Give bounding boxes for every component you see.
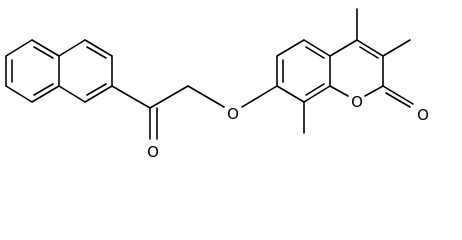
double-bond-inner (86, 46, 107, 59)
bond (149, 85, 189, 109)
atom-labels: O O O O (147, 93, 429, 161)
bond (84, 85, 113, 103)
double-bond-inner (305, 46, 325, 59)
bond (187, 85, 225, 108)
bond (329, 39, 358, 57)
bond (303, 39, 331, 57)
ring-oxygen-label: O (351, 93, 363, 111)
bond (84, 39, 113, 57)
chemical-structure-diagram: O O O O (5, 8, 429, 161)
double-bond-inner (33, 83, 54, 96)
coumarin-pyrone-ring (329, 8, 414, 108)
bond (5, 39, 33, 57)
bond (303, 85, 331, 103)
bond (356, 39, 384, 57)
double-bond-inner (305, 83, 325, 96)
bond (364, 85, 384, 97)
bond (31, 85, 60, 103)
bond (58, 85, 86, 103)
bond (58, 39, 86, 57)
double-bond-inner (385, 92, 411, 108)
bond (241, 85, 278, 108)
bond (329, 85, 349, 97)
ketone-linker (111, 85, 278, 140)
ether-oxygen-label: O (227, 105, 239, 123)
lactone-carbonyl-oxygen-label: O (417, 106, 429, 124)
double-bond-inner (33, 46, 54, 59)
double-bond-inner (86, 83, 107, 96)
ketone-oxygen-label: O (147, 143, 159, 161)
bond (382, 85, 414, 105)
bond (276, 39, 305, 57)
naphthalene-ring-right (58, 39, 113, 103)
bond (111, 85, 151, 109)
bond (31, 39, 60, 57)
coumarin-benzene-ring (276, 39, 331, 134)
bond (5, 85, 33, 103)
double-bond-inner (359, 46, 379, 59)
methyl-bond (382, 39, 411, 57)
bond (276, 85, 305, 103)
naphthalene-ring-left (5, 39, 60, 103)
